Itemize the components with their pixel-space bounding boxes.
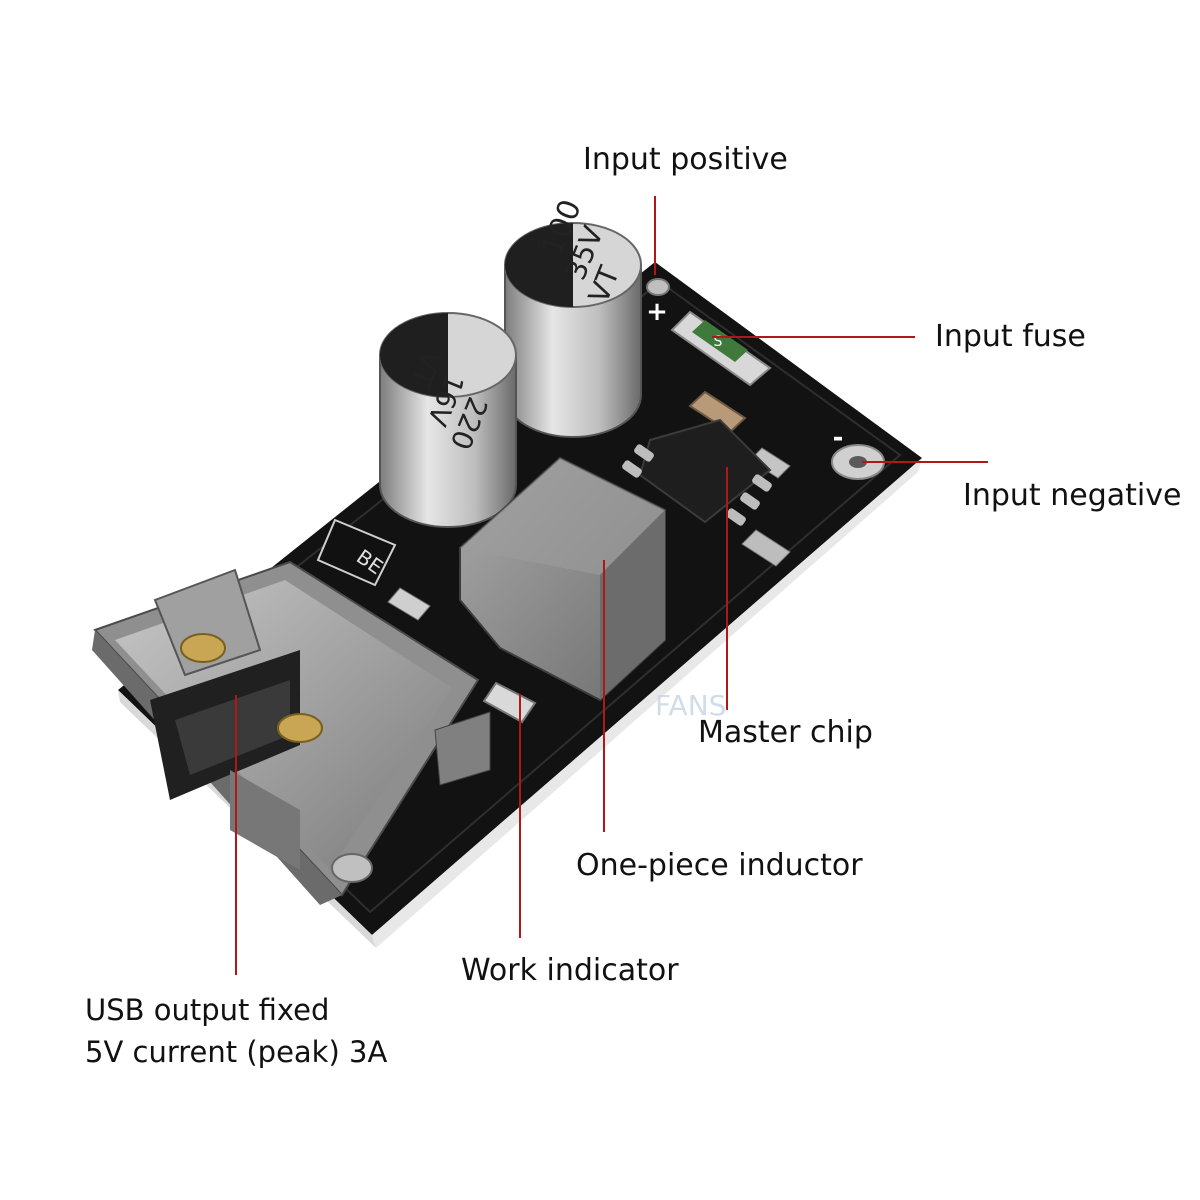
input-negative-pad: -: [831, 423, 885, 480]
one-piece-inductor: [459, 456, 666, 702]
plus-marking: +: [646, 297, 668, 327]
usb-connector: [92, 560, 491, 905]
input-positive-pad: +: [646, 278, 670, 327]
label-usb-output-line1: USB output fixed: [85, 993, 330, 1027]
diode: BE: [316, 518, 397, 587]
label-input-fuse: Input fuse: [935, 319, 1086, 354]
callout-lines: [235, 196, 988, 975]
label-master-chip: Master chip: [698, 715, 873, 750]
input-fuse: S: [670, 310, 772, 387]
master-chip: [622, 418, 772, 526]
capacitor-100uf: 100 35V VT: [504, 195, 642, 438]
minus-marking: -: [833, 423, 844, 453]
fuse-marking: S: [714, 334, 723, 350]
label-input-negative: Input negative: [963, 478, 1182, 513]
label-input-positive: Input positive: [583, 142, 788, 177]
capacitor-220uf: 220 16V VT: [379, 312, 517, 528]
watermark: FANS: [655, 689, 726, 722]
label-work-indicator: Work indicator: [461, 953, 679, 988]
work-indicator-led: [482, 681, 537, 724]
label-one-piece-inductor: One-piece inductor: [576, 848, 863, 883]
label-usb-output-line2: 5V current (peak) 3A: [85, 1035, 388, 1069]
